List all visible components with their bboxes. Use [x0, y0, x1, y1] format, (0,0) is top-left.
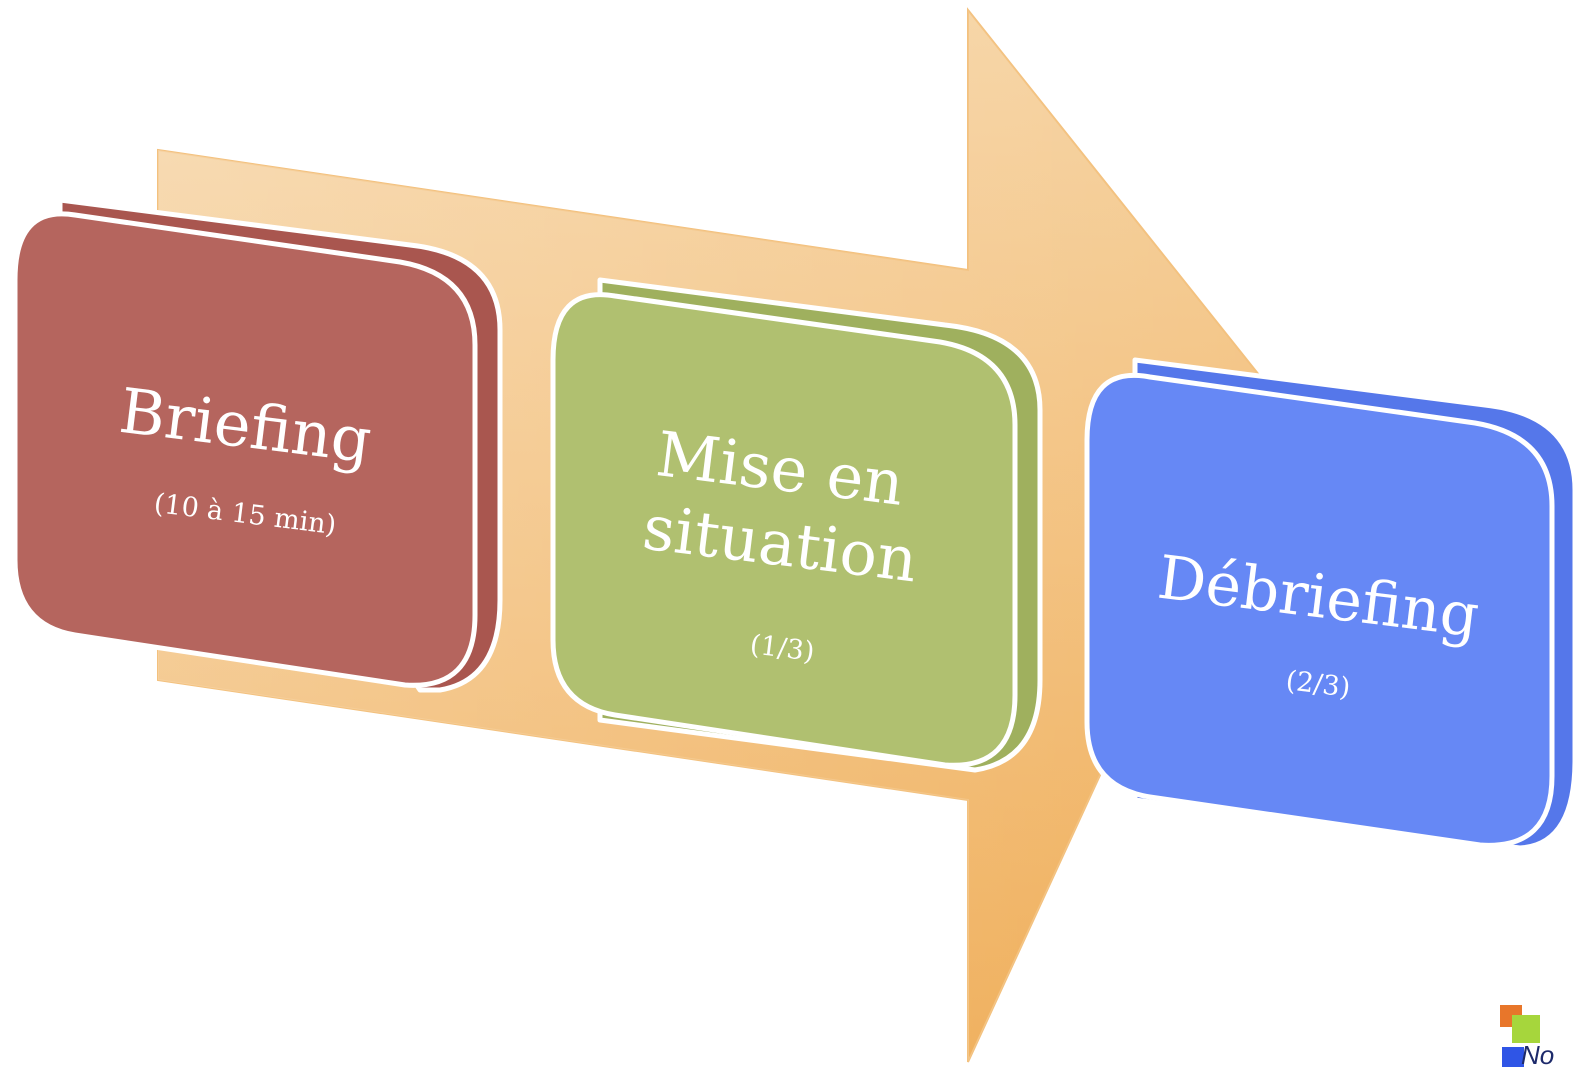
step-mise-en-situation: Mise en situation (1/3)	[550, 277, 1043, 773]
step-debriefing: Débriefing (2/3)	[1084, 357, 1575, 851]
step-briefing: Briefing (10 à 15 min)	[12, 197, 503, 693]
logo-blue-square	[1502, 1047, 1524, 1067]
step-debriefing-face	[1084, 372, 1555, 848]
step-mise-en-situation-face	[550, 292, 1018, 768]
step-briefing-face	[12, 211, 478, 688]
logo-text: No	[1521, 1040, 1554, 1067]
corner-logo: No	[1500, 1005, 1554, 1067]
logo-green-square	[1512, 1015, 1540, 1043]
